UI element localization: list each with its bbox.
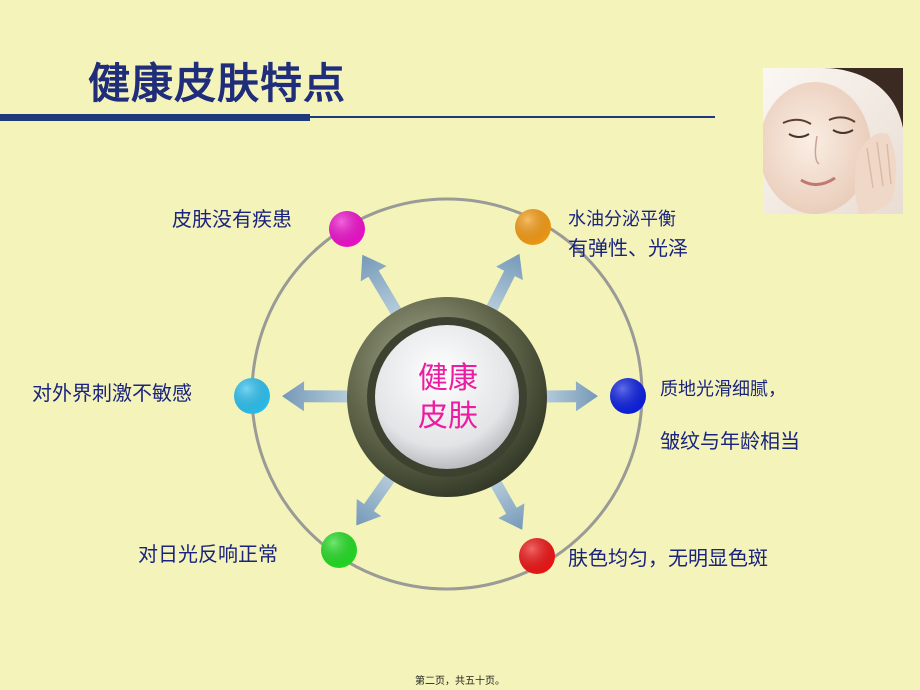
node-dot-highlight-texture (610, 378, 646, 414)
label-balance-line-1: 水油分泌平衡 (568, 209, 676, 230)
label-balance-line-2: 有弹性、光泽 (568, 236, 688, 260)
arrow-sun-response (356, 468, 399, 526)
node-dot-highlight-insensitive (234, 378, 270, 414)
face-photo (763, 68, 903, 214)
arrow-no-disease (360, 254, 406, 322)
label-insensitive: 对外界刺激不敏感 (32, 381, 192, 405)
label-even-color: 肤色均匀，无明显色斑 (568, 546, 768, 570)
arrow-texture (538, 381, 599, 412)
center-label-line-1: 健康 (418, 361, 478, 396)
title-underline-thick (0, 114, 310, 121)
page-footer: 第二页，共五十页。 (415, 676, 505, 687)
slide-title: 健康皮肤特点 (88, 59, 347, 108)
label-sun-response: 对日光反响正常 (138, 542, 278, 566)
arrow-balance (483, 253, 523, 318)
node-dot-highlight-balance (515, 209, 551, 245)
node-dots-group (234, 209, 646, 574)
face-illustration (763, 68, 903, 214)
arrow-even-color (487, 474, 525, 530)
arrows-group (281, 253, 599, 530)
center-disc (375, 325, 519, 469)
node-dot-highlight-no-disease (329, 211, 365, 247)
node-dot-highlight-even-color (519, 538, 555, 574)
label-no-disease: 皮肤没有疾患 (172, 207, 292, 231)
center-label-line-2: 皮肤 (418, 399, 478, 434)
title-underline-thin (310, 116, 715, 118)
center-label: 健康 皮肤 (398, 360, 498, 436)
label-texture-line-1: 质地光滑细腻， (660, 379, 786, 400)
label-texture-line-2: 皱纹与年龄相当 (660, 429, 800, 453)
arrow-insensitive (281, 381, 356, 412)
node-dot-highlight-sun-response (321, 532, 357, 568)
